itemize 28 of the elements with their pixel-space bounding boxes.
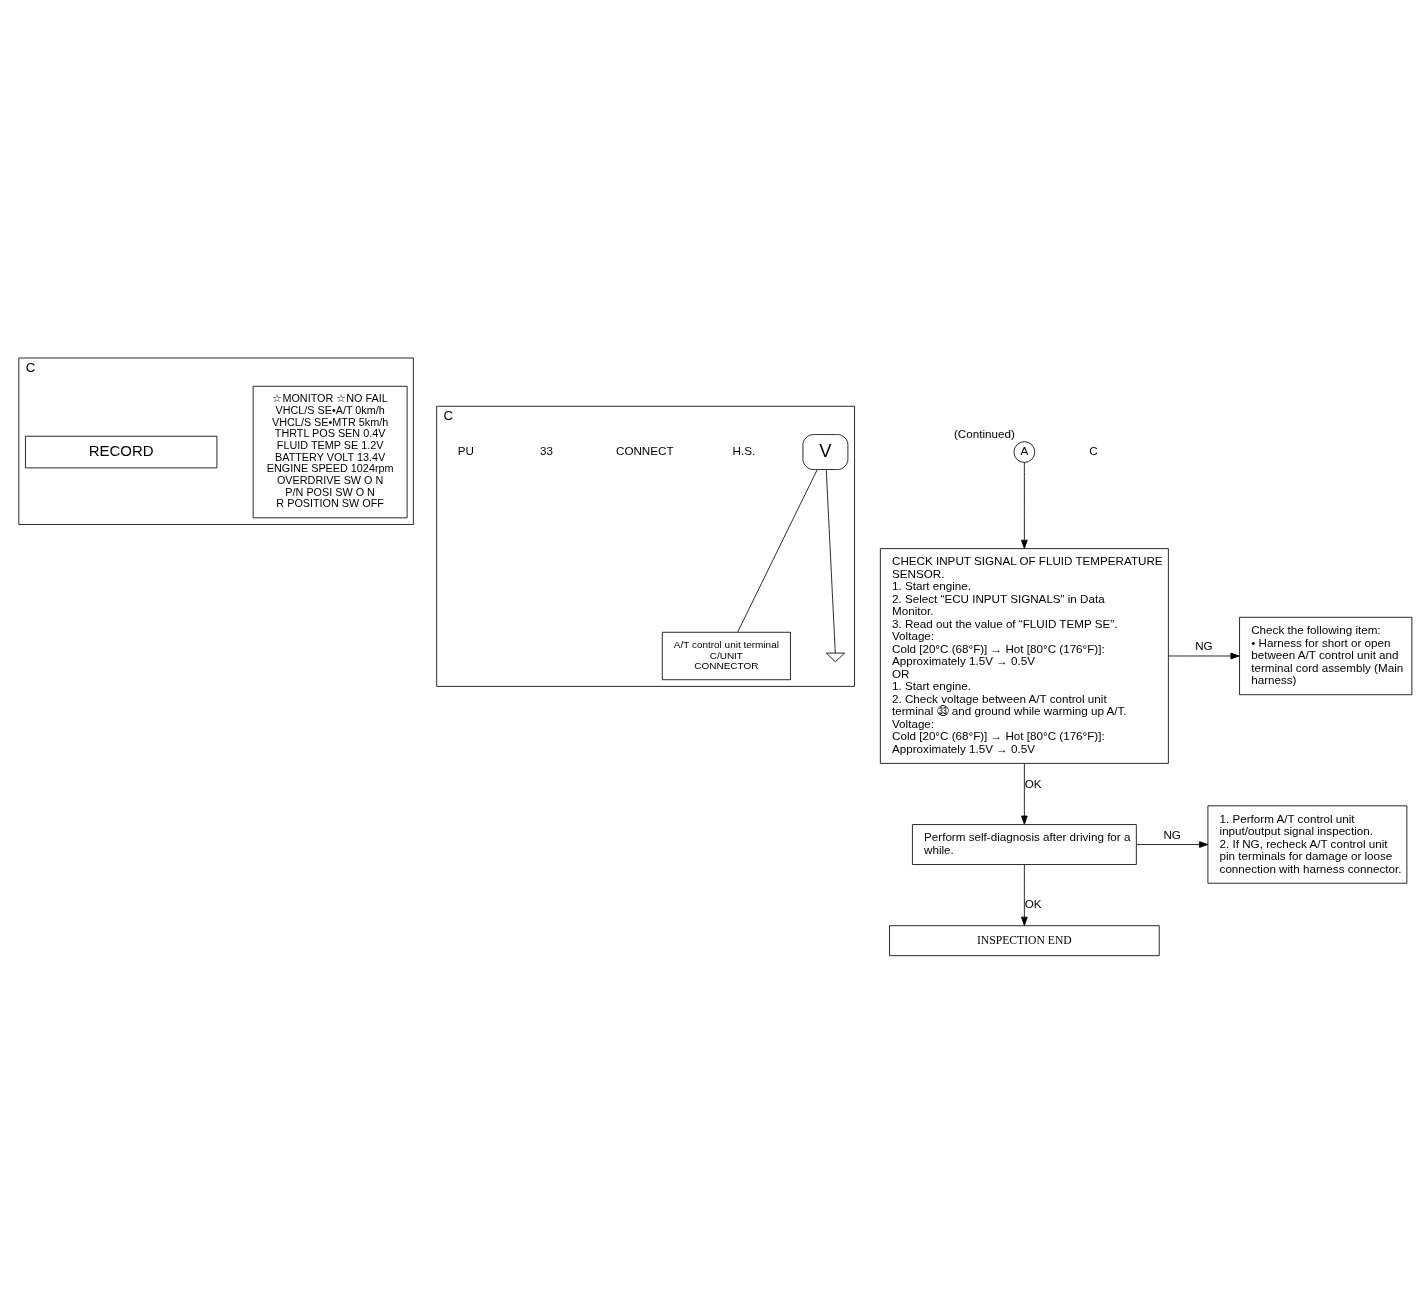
node-box: ☆MONITOR ☆NO FAIL VHCL/S SE•A/T 0km/h VHCL/S SE•MTR 5km/h THRTL POS SEN 0.4V FLUID TEMP SE 1.2V BATTERY VOLT 13.4V ENGINE SPEED 1024rpm OVERDRIVE SW O N P/N POSI SW O N R POSITION SW OFF <box>252 385 408 518</box>
label: CONNECT <box>616 443 674 457</box>
label: 33 <box>540 443 554 457</box>
label: H.S. <box>732 443 756 457</box>
node-box: RECORD <box>25 435 218 468</box>
node-ground <box>825 652 845 662</box>
node-box: V <box>802 433 849 470</box>
edge-label: OK <box>1024 896 1042 910</box>
arrow <box>1021 863 1028 926</box>
arrow <box>1021 461 1028 549</box>
edge-label: OK <box>1024 776 1042 790</box>
node-box: Perform self-diagnosis after driving for a while. <box>912 823 1137 865</box>
label: PU <box>457 443 474 457</box>
label: C <box>1089 443 1098 457</box>
edge-label: NG <box>1163 827 1181 841</box>
edge-label: NG <box>1195 638 1213 652</box>
arrow <box>1136 840 1209 848</box>
node-label: (Continued) <box>954 426 1015 440</box>
arrow <box>1168 652 1240 659</box>
arrow <box>1021 762 1028 825</box>
node-box: A/T control unit terminal C/UNIT CONNECTOR <box>661 631 791 680</box>
node-circle: A <box>1013 440 1036 463</box>
node-box: Check the following item: • Harness for short or open between A/T control unit and terminal cord assembly (Main harness) <box>1239 616 1413 695</box>
node-box: 1. Perform A/T control unit input/output signal inspection. 2. If NG, recheck A/T control unit pin terminals for damage or loose connection with harness connector. <box>1207 804 1408 884</box>
node-box: CHECK INPUT SIGNAL OF FLUID TEMPERATURE SENSOR. 1. Start engine. 2. Select “ECU INPUT SIGNALS” in Data Monitor. 3. Read out the value of “FLUID TEMP SE”. Voltage: Cold [20°C (68°F)] → Hot [80°C (176°F)]: Approximately 1.5V → 0.5V OR 1. Start engine. 2. Check voltage between A/T control unit terminal ㉝ and ground while warming up A/T. Voltage: Cold [20°C (68°F)] → Hot [80°C (176°F)]: Approximately 1.5V → 0.5V <box>879 547 1169 764</box>
node-box: INSPECTION END <box>889 924 1160 956</box>
connector <box>825 468 836 653</box>
connector <box>737 468 818 632</box>
